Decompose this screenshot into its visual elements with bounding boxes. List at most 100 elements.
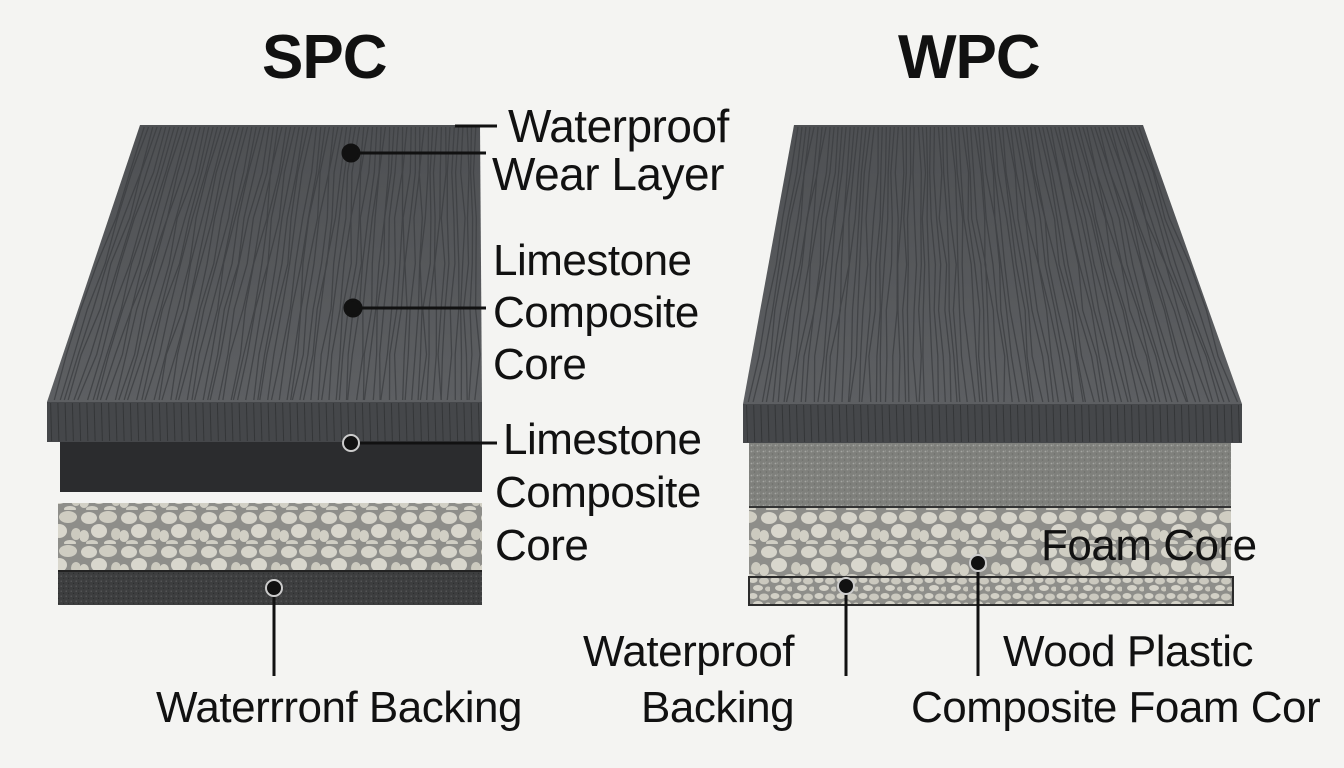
wood-grain-line (1001, 126, 1044, 403)
edge-grain-line (945, 404, 948, 443)
wood-grain-line (99, 126, 184, 401)
wood-grain-line (945, 126, 961, 403)
wood-grain-line (462, 126, 470, 401)
wood-grain-line (379, 126, 399, 401)
edge-grain-line (867, 404, 870, 443)
wood-grain-line (933, 126, 946, 403)
edge-grain-line (267, 402, 270, 442)
wood-grain-line (761, 126, 807, 403)
wood-grain-line (1066, 126, 1132, 403)
edge-grain-line (245, 402, 248, 442)
wood-grain-line (921, 126, 927, 403)
edge-grain-line (398, 402, 401, 442)
wood-grain-line (1134, 126, 1231, 403)
edge-grain-line (902, 404, 905, 443)
wood-grain-line (372, 126, 395, 401)
wood-grain-line (388, 126, 408, 401)
wood-grain-line (193, 126, 257, 401)
wood-grain-line (472, 126, 481, 401)
wood-grain-line (1034, 126, 1087, 403)
wood-grain-line (772, 126, 815, 403)
wood-grain-line (105, 126, 188, 401)
edge-grain-line (390, 402, 393, 442)
edge-grain-line (144, 402, 147, 442)
leader-dot (837, 577, 855, 595)
edge-grain-line (1116, 404, 1119, 443)
wpc-backing-line-2: Backing (641, 683, 795, 733)
edge-grain-line (974, 404, 977, 443)
wood-grain-line (114, 126, 193, 401)
edge-grain-line (1002, 404, 1005, 443)
edge-grain-line (195, 402, 198, 442)
edge-grain-line (746, 404, 749, 443)
wood-grain-line (232, 126, 287, 401)
wood-grain-line (362, 126, 387, 401)
edge-grain-line (86, 402, 89, 442)
wood-grain-line (158, 126, 227, 401)
spc-core-label-1-line-1: Limestone (493, 236, 692, 285)
spc-plank (47, 125, 482, 605)
edge-grain-line (369, 402, 372, 442)
wood-grain-line (136, 126, 210, 401)
edge-grain-line (981, 404, 984, 443)
wood-grain-line (86, 126, 171, 401)
wood-grain-line (985, 126, 1020, 403)
wood-grain-line (1130, 126, 1225, 403)
wood-grain-line (186, 126, 249, 401)
edge-grain-line (810, 404, 813, 443)
edge-grain-line (860, 404, 863, 443)
wood-grain-line (417, 126, 430, 401)
wood-grain-line (906, 126, 912, 403)
edge-grain-line (803, 404, 806, 443)
edge-grain-line (456, 402, 459, 442)
wood-grain-line (290, 126, 331, 401)
wood-grain-line (259, 126, 309, 401)
edge-grain-line (959, 404, 962, 443)
wood-grain-line (299, 126, 339, 401)
wood-grain-line (144, 126, 219, 401)
edge-grain-line (376, 402, 379, 442)
wood-grain-line (170, 126, 236, 401)
edge-grain-line (441, 402, 444, 442)
edge-grain-line (361, 402, 364, 442)
leader-lines (265, 124, 987, 676)
wood-grain-line (338, 126, 369, 401)
spc-core-label-2-line-2: Composite (495, 467, 701, 517)
wood-grain-line (875, 126, 887, 403)
wpc-composite-line-2: Composite Foam Cor (911, 683, 1321, 733)
wood-grain-line (804, 126, 839, 403)
edge-grain-line (1024, 404, 1027, 443)
edge-grain-line (1009, 404, 1012, 443)
wood-grain-line (437, 126, 447, 401)
leader-dot (265, 579, 283, 597)
wood-grain-line (402, 126, 417, 401)
wood-grain-line (929, 126, 940, 403)
wpc-backing-layer (748, 576, 1234, 606)
wood-grain-line (1122, 126, 1214, 403)
edge-grain-line (1216, 404, 1219, 443)
edge-grain-line (1138, 404, 1141, 443)
edge-grain-line (938, 404, 941, 443)
edge-grain-line (303, 402, 306, 442)
wpc-foam-core-layer (749, 508, 1231, 576)
wood-grain-line (879, 126, 891, 403)
edge-grain-line (817, 404, 820, 443)
wood-grain-line (1070, 126, 1140, 403)
edge-grain-line (448, 402, 451, 442)
wood-grain-line (965, 126, 988, 403)
wood-grain-line (752, 126, 803, 403)
edge-grain-line (1166, 404, 1169, 443)
edge-grain-line (1095, 404, 1098, 443)
wood-grain-line (118, 126, 197, 401)
wood-grain-line (747, 126, 799, 403)
edge-grain-line (874, 404, 877, 443)
wood-grain-line (257, 126, 305, 401)
edge-grain-line (93, 402, 96, 442)
edge-grain-line (831, 404, 834, 443)
wood-grain-line (957, 126, 981, 403)
wood-grain-line (897, 126, 905, 403)
edge-grain-line (202, 402, 205, 442)
wood-grain-line (77, 126, 167, 401)
wood-grain-line (1042, 126, 1101, 403)
wood-grain-line (363, 126, 391, 401)
